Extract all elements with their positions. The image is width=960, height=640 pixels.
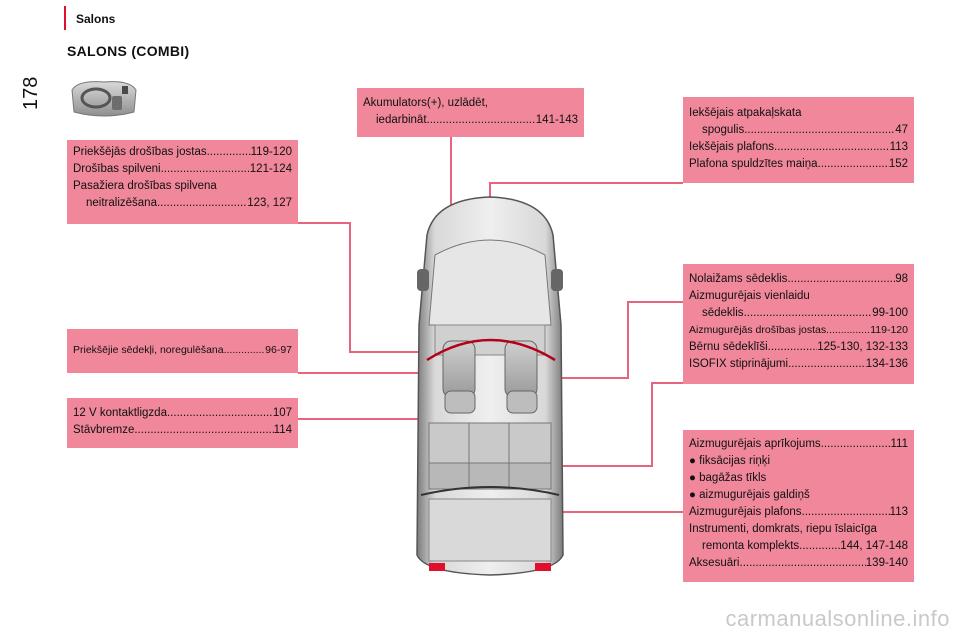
row-label: Plafona spuldzītes maiņa [689, 158, 818, 170]
row-label: ● fiksācijas riņķi [689, 455, 771, 467]
row-label: Stāvbremze [73, 424, 135, 436]
row-label: ISOFIX stiprinājumi [689, 358, 789, 370]
row-page: 98 [895, 273, 908, 285]
row-label: Bērnu sēdeklīši [689, 341, 768, 353]
row-label: Instrumenti, domkrats, riepu īslaicīga [689, 523, 877, 535]
row-label: neitralizēšana [86, 197, 157, 209]
row-label: Iekšējais atpakaļskata [689, 107, 802, 119]
row-label: Priekšējie sēdekļi, noregulēšana [73, 344, 224, 356]
row-label: Iekšējais plafons [689, 141, 775, 153]
row-label: Aizmugurējās drošības jostas [689, 324, 827, 336]
row-page: 121-124 [249, 163, 292, 175]
index-row: spogulis 47 [689, 122, 908, 139]
index-row: Priekšējie sēdekļi, noregulēšana 96-97 [73, 342, 292, 359]
section-marker [64, 6, 66, 30]
row-label: Pasažiera drošības spilvena [73, 180, 217, 192]
row-label: sēdeklis [702, 307, 744, 319]
index-row: ISOFIX stiprinājumi 134-136 [689, 356, 908, 373]
rear-seats-box: Nolaižams sēdeklis 98 Aizmugurējais vienl… [683, 264, 914, 384]
row-page: 107 [272, 407, 292, 419]
index-row: Aizmugurējais plafons 113 [689, 504, 908, 521]
row-label: remonta komplekts [702, 540, 800, 552]
row-label: Aizmugurējais vienlaidu [689, 290, 810, 302]
row-page: 96-97 [265, 344, 292, 356]
index-row: Plafona spuldzītes maiņa 152 [689, 156, 908, 173]
rear-equipment-box: Aizmugurējais aprīkojums 111 ● fiksācijas… [683, 430, 914, 582]
index-row: neitralizēšana 123, 127 [73, 195, 292, 212]
index-row: Iekšējais plafons 113 [689, 139, 908, 156]
row-page: 134-136 [865, 358, 908, 370]
car-top-view [416, 196, 564, 576]
row-page: 125-130, 132-133 [817, 341, 908, 353]
mirror-box: Iekšējais atpakaļskata spogulis 47 Iekšēj… [683, 97, 914, 183]
row-label: Aizmugurējais aprīkojums [689, 438, 821, 450]
row-page: 152 [888, 158, 908, 170]
index-row: remonta komplekts 144, 147-148 [689, 538, 908, 555]
index-row: Nolaižams sēdeklis 98 [689, 271, 908, 288]
row-page: 47 [895, 124, 908, 136]
row-page: 139-140 [865, 557, 908, 569]
index-row: Aizmugurējais aprīkojums 111 [689, 436, 908, 453]
row-label: Aksesuāri [689, 557, 740, 569]
index-row: Priekšējās drošības jostas 119-120 [73, 144, 292, 161]
socket-box: 12 V kontaktligzda 107 Stāvbremze 114 [67, 398, 298, 448]
watermark: carmanualsonline.info [725, 606, 950, 631]
row-label: Akumulators(+), uzlādēt, [363, 97, 488, 109]
row-page: 114 [273, 424, 292, 436]
battery-box: Akumulators(+), uzlādēt, iedarbināt 141-1… [357, 88, 584, 137]
row-page: 119-120 [870, 324, 908, 336]
row-label: Priekšējās drošības jostas [73, 146, 207, 158]
row-page: 119-120 [250, 146, 292, 158]
row-page: 123, 127 [247, 197, 292, 209]
row-label: Drošības spilveni [73, 163, 161, 175]
row-label: spogulis [702, 124, 745, 136]
dashboard-steering-icon [71, 81, 137, 117]
row-page: 144, 147-148 [840, 540, 908, 552]
index-row: Bērnu sēdeklīši 125-130, 132-133 [689, 339, 908, 356]
index-row: sēdeklis 99-100 [689, 305, 908, 322]
row-label: ● aizmugurējais galdiņš [689, 489, 810, 501]
row-page: 113 [889, 141, 908, 153]
row-page: 111 [890, 438, 908, 450]
index-row: Aizmugurējās drošības jostas 119-120 [689, 322, 908, 339]
row-label: Aizmugurējais plafons [689, 506, 802, 518]
row-label: 12 V kontaktligzda [73, 407, 167, 419]
row-page: 99-100 [872, 307, 908, 319]
row-label: Nolaižams sēdeklis [689, 273, 788, 285]
front-safety-box: Priekšējās drošības jostas 119-120 Drošīb… [67, 140, 298, 224]
row-label: ● bagāžas tīkls [689, 472, 767, 484]
index-row: 12 V kontaktligzda 107 [73, 405, 292, 422]
index-row: Drošības spilveni 121-124 [73, 161, 292, 178]
index-row: Stāvbremze 114 [73, 422, 292, 439]
row-page: 141-143 [535, 114, 578, 126]
row-page: 113 [889, 506, 908, 518]
index-row: iedarbināt 141-143 [363, 112, 578, 129]
page-title: SALONS (COMBI) [67, 43, 190, 59]
section-label: Salons [76, 12, 116, 26]
index-row: Aksesuāri 139-140 [689, 555, 908, 572]
row-label: iedarbināt [376, 114, 427, 126]
front-seats-box: Priekšējie sēdekļi, noregulēšana 96-97 [67, 329, 298, 373]
